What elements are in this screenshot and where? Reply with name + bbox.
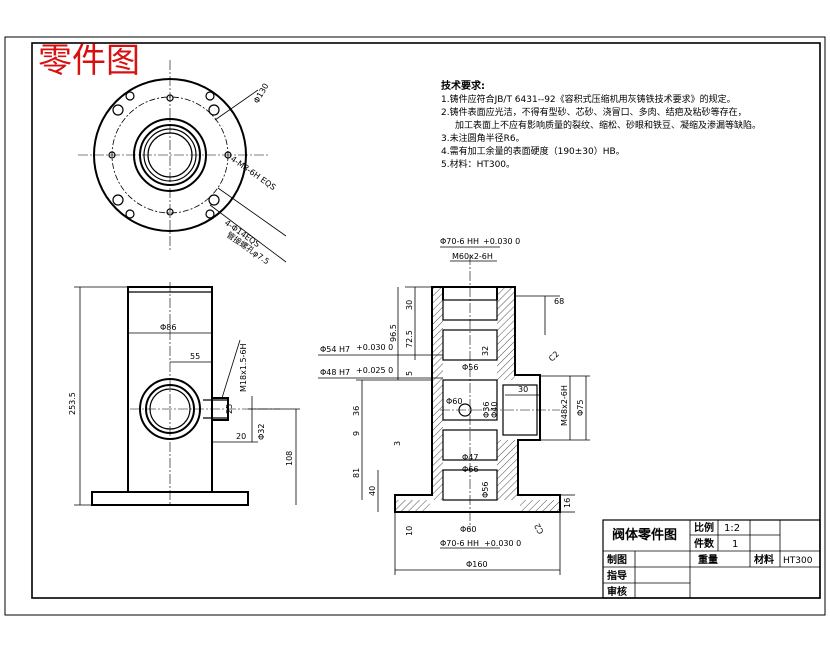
dim-40: 40: [368, 486, 377, 496]
inner-border: [31, 42, 821, 599]
dim-36: 36: [352, 406, 361, 416]
dim-32-inner: 32: [481, 346, 490, 356]
dim-4-m8: 4-M8-6H EQS: [229, 154, 278, 192]
drawn-label: 制图: [607, 553, 627, 566]
count-value: 1: [732, 539, 738, 550]
dim-phi47: Φ47: [462, 453, 478, 462]
tol-bottom: +0.030 0: [484, 539, 521, 548]
dim-phi56-a: Φ56: [462, 363, 478, 372]
dim-10: 10: [405, 526, 414, 536]
guide-label: 指导: [607, 569, 627, 582]
tech-heading: 技术要求:: [441, 79, 485, 92]
dim-phi70-top: Φ70-6 HH: [440, 237, 479, 246]
dim-55: 55: [190, 352, 200, 361]
dim-phi75: Φ75: [576, 400, 585, 416]
top-view: Φ130 4-M8-6H EQS 4-Φ14EQS 管接螺孔φ7.5: [78, 60, 287, 266]
front-view: 253.5 Φ86 55 M18x1.5-6H 20 Φ32 108 25: [68, 282, 300, 506]
dim-phi70-bottom: Φ70-6 HH: [440, 539, 479, 548]
dim-30-left: 30: [405, 300, 414, 310]
dim-3: 3: [393, 441, 402, 446]
dim-phi130: Φ130: [252, 82, 271, 105]
tol-top: +0.030 0: [483, 237, 520, 246]
dim-phi48: Φ48 H7: [320, 368, 350, 377]
count-label: 件数: [694, 537, 715, 550]
weight-label: 重量: [698, 553, 718, 566]
chamfer-c2-b: C2: [533, 522, 546, 536]
dim-9: 9: [352, 431, 361, 436]
review-label: 审核: [607, 585, 627, 598]
dim-108: 108: [285, 451, 294, 466]
dim-phi54: Φ54 H7: [320, 345, 350, 354]
tech-requirements: 技术要求: 1.铸件应符合JB/T 6431--92《容积式压缩机用灰铸铁技术要…: [441, 79, 761, 170]
tech-item-2b: 加工表面上不应有影响质量的裂纹、缩松、砂眼和铁豆、凝缩及渗漏等缺陷。: [455, 119, 761, 131]
dim-phi56-b: Φ56: [481, 482, 490, 498]
scale-value: 1:2: [724, 523, 740, 534]
dim-25-rough: 25: [225, 404, 234, 414]
dim-m48: M48x2-6H: [560, 385, 569, 426]
title-stamp: 零件图: [38, 41, 140, 81]
dim-30-right: 30: [518, 385, 528, 394]
dim-phi32: Φ32: [257, 424, 266, 440]
material-value: HT300: [783, 556, 813, 566]
title-block: 阀体零件图 比例 1:2 件数 1 制图 重量 材料 HT300 指导 审核: [602, 519, 821, 599]
dim-phi66: Φ66: [462, 465, 478, 474]
outer-border: [4, 36, 826, 616]
dim-phi40: Φ40: [490, 402, 499, 418]
dim-68: 68: [554, 297, 564, 306]
dim-phi86: Φ86: [160, 323, 176, 332]
tech-item-5: 5.材料：HT300。: [441, 158, 515, 170]
tech-item-1: 1.铸件应符合JB/T 6431--92《容积式压缩机用灰铸铁技术要求》的规定。: [441, 93, 736, 105]
dim-m60: M60x2-6H: [452, 252, 493, 261]
dim-253-5: 253.5: [68, 392, 77, 415]
tech-item-3: 3.未注圆角半径R6。: [441, 132, 525, 144]
part-name: 阀体零件图: [612, 527, 677, 543]
dim-5: 5: [405, 371, 414, 376]
tol-phi54: +0.030 0: [356, 343, 393, 352]
dim-20: 20: [236, 432, 246, 441]
dim-72-5: 72.5: [405, 330, 414, 348]
scale-label: 比例: [694, 521, 714, 534]
dim-m18: M18x1.5-6H: [239, 343, 248, 392]
material-label: 材料: [754, 553, 774, 566]
tech-item-2: 2.铸件表面应光洁，不得有型砂、芯砂、浇冒口、多肉、结疤及粘砂等存在，: [441, 106, 747, 118]
dim-16: 16: [563, 498, 572, 508]
bolt-holes: [108, 91, 232, 219]
dim-phi160: Φ160: [466, 560, 488, 569]
dim-81: 81: [352, 468, 361, 478]
dim-phi60-a: Φ60: [446, 397, 462, 406]
tol-phi48: +0.025 0: [356, 366, 393, 375]
chamfer-c2-a: C2: [547, 349, 561, 363]
dim-phi36: Φ36: [482, 402, 491, 418]
dim-phi60-b: Φ60: [460, 525, 476, 534]
tech-item-4: 4.需有加工余量的表面硬度（190±30）HB。: [441, 145, 625, 157]
section-view: Φ70-6 HH M60x2-6H +0.030 0 30 96.5 72.5 …: [318, 237, 590, 575]
dim-96-5: 96.5: [389, 324, 398, 342]
